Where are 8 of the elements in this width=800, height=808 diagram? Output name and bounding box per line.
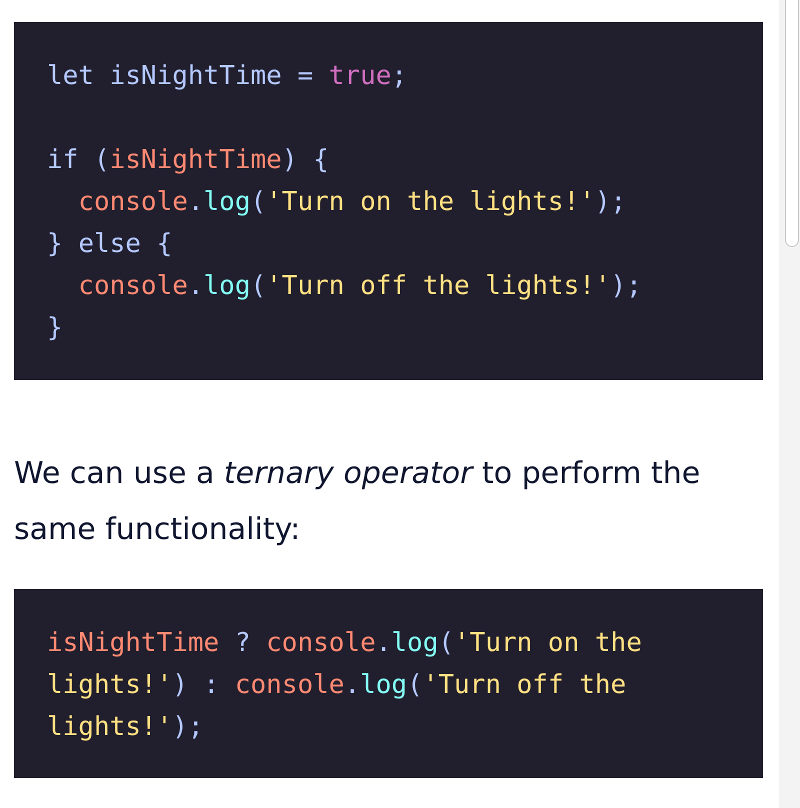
code-line: console.log('Turn on the lights!'); xyxy=(78,186,626,219)
code-line: if (isNightTime) { xyxy=(47,144,329,177)
code-line: } xyxy=(47,312,63,345)
paragraph: We can use a ternary operator to perform the same functionality: xyxy=(14,455,702,549)
code-line: } else { xyxy=(47,228,172,261)
code-line: let isNightTime = true; xyxy=(47,60,408,93)
code-line: console.log('Turn off the lights!'); xyxy=(78,270,642,303)
code-line: isNightTime ? console.log('Turn on the lights!') : console.log('Turn off the lights!'); xyxy=(47,627,643,744)
